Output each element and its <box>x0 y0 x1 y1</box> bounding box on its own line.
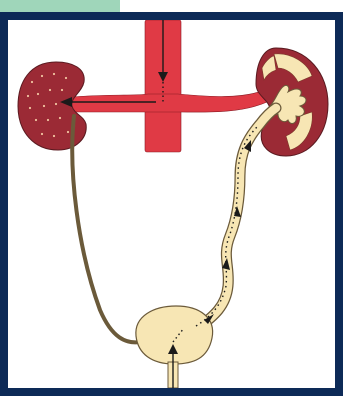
kidney-speckle <box>27 95 29 97</box>
kidney-speckle <box>67 131 69 133</box>
left-ureter <box>72 116 140 342</box>
kidney-speckle <box>43 105 45 107</box>
kidney-urinary-diagram <box>8 20 335 388</box>
kidney-speckle <box>53 135 55 137</box>
kidney-speckle <box>35 119 37 121</box>
kidney-speckle <box>37 93 39 95</box>
bladder <box>136 306 213 364</box>
kidney-speckle <box>61 89 63 91</box>
kidney-speckle <box>29 107 31 109</box>
kidney-speckle <box>47 119 49 121</box>
kidney-speckle <box>55 103 57 105</box>
kidney-speckle <box>31 81 33 83</box>
kidney-speckle <box>41 75 43 77</box>
kidney-speckle <box>65 77 67 79</box>
figure-frame <box>0 12 343 396</box>
kidney-speckle <box>59 117 61 119</box>
figure-panel <box>8 20 335 388</box>
kidney-speckle <box>53 73 55 75</box>
kidney-speckle <box>41 133 43 135</box>
right-kidney <box>256 48 328 156</box>
kidney-speckle <box>49 89 51 91</box>
